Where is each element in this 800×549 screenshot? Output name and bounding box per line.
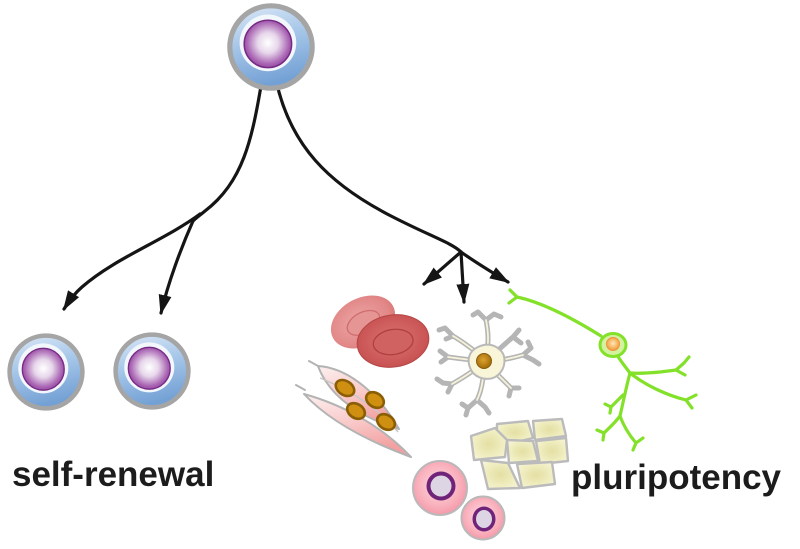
red-blood-cells — [330, 295, 430, 368]
differentiation-arrow-split-right — [459, 250, 510, 284]
pluripotency-label: pluripotency — [571, 458, 782, 497]
differentiation-arrow — [274, 78, 510, 304]
neuron-axon — [507, 288, 603, 338]
daughter-stem-cell-1 — [10, 336, 83, 409]
differentiation-arrow-stem — [274, 78, 463, 254]
muscle-cells — [295, 360, 412, 458]
self-renewal-arrow-left — [62, 212, 202, 311]
self-renewal-arrow-stem — [191, 78, 264, 223]
epithelial-cells — [469, 417, 570, 491]
self-renewal-arrow-right — [158, 219, 195, 315]
differentiation-arrow-split-left — [422, 250, 463, 286]
self-renewal-arrows — [62, 78, 264, 315]
egg-cells — [412, 460, 506, 541]
daughter-stem-cell-2 — [116, 335, 189, 408]
neuron-cell — [507, 288, 698, 452]
parent-stem-cell — [230, 6, 312, 88]
self-renewal-label: self-renewal — [12, 455, 214, 494]
neuron-nucleus — [606, 337, 620, 351]
astrocyte-cell — [434, 309, 542, 418]
differentiation-arrow-split-middle — [456, 250, 470, 304]
astrocyte-nucleus — [476, 353, 492, 369]
